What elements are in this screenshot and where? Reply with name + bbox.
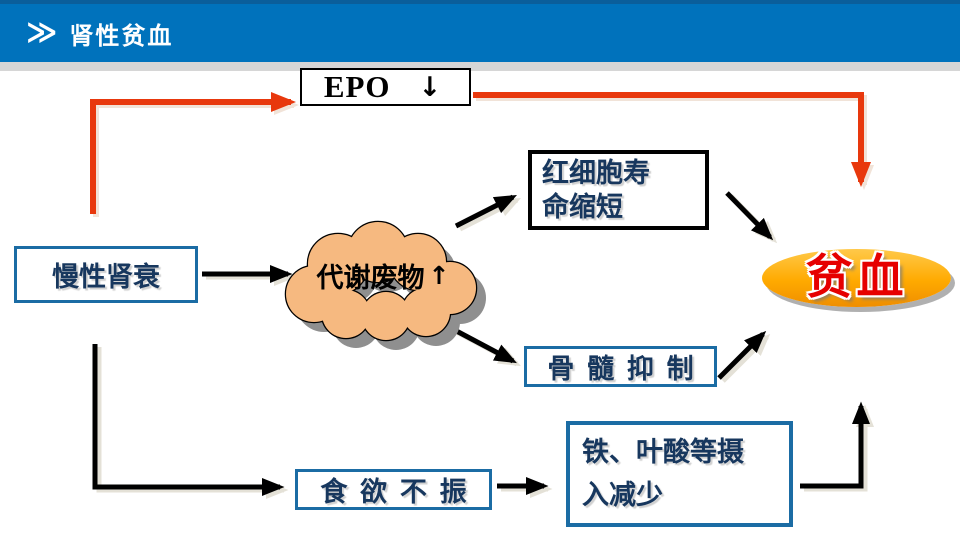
iron-label-line2: 入减少: [582, 480, 663, 510]
arrow-epo-to-anemia-red: [473, 92, 872, 188]
node-chronic-renal-failure: 慢性肾衰: [14, 246, 198, 303]
up-arrow-icon: ↑: [428, 261, 450, 290]
arrow-cloud-to-rbc: [454, 194, 518, 229]
arrow-iron-to-anemia: [800, 401, 870, 489]
arrow-rbc-to-anemia: [725, 191, 774, 241]
node-iron-folate-intake-reduced: 铁、叶酸等摄 入减少: [566, 421, 793, 527]
node-appetite-loss: 食 欲 不 振: [295, 469, 492, 510]
page-title: 肾性贫血: [69, 23, 174, 50]
node-metabolic-waste: 代谢废物 ↑: [292, 256, 474, 295]
arrow-crf-to-appetite: [92, 344, 285, 496]
crf-label: 慢性肾衰: [52, 262, 160, 292]
node-rbc-lifespan-shortened: 红细胞寿 命缩短: [528, 150, 709, 230]
rbc-label-line1: 红细胞寿: [542, 158, 650, 188]
metabolic-waste-label: 代谢废物: [316, 263, 425, 293]
double-chevron-icon: ≫: [26, 15, 58, 50]
appetite-label: 食 欲 不 振: [320, 477, 467, 507]
arrow-marrow-to-anemia: [717, 330, 767, 380]
rbc-label-line2: 命缩短: [542, 192, 623, 222]
arrow-crf-to-epo-red: [90, 91, 297, 214]
anemia-label: 贫血: [805, 252, 908, 304]
epo-label: EPO: [323, 69, 391, 104]
node-marrow-suppression: 骨 髓 抑 制: [524, 346, 717, 387]
header-divider: [0, 62, 960, 71]
epo-down-arrow-icon: ↓: [418, 71, 442, 103]
metabolic-waste-cloud-shape: [284, 220, 486, 350]
node-epo: EPO ↓: [300, 68, 471, 106]
title-bar: ≫ 肾性贫血: [0, 0, 960, 62]
node-anemia: 贫血: [762, 249, 951, 307]
iron-label-line1: 铁、叶酸等摄: [582, 437, 744, 467]
marrow-label: 骨 髓 抑 制: [547, 354, 694, 384]
